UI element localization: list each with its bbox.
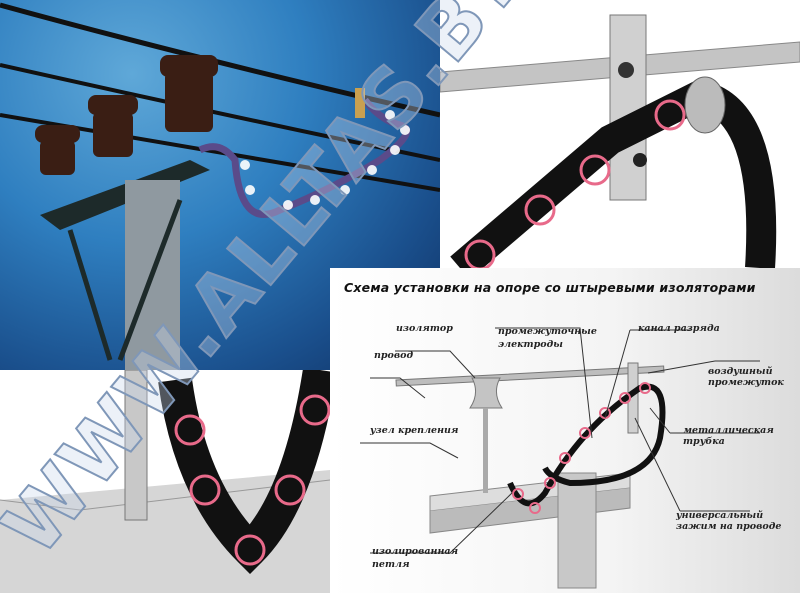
scheme-title: Схема установки на опоре со штыревыми из… xyxy=(344,280,756,295)
scheme-illustration xyxy=(360,327,760,589)
label-insulated-loop-1: изолированная xyxy=(372,546,459,557)
leader-lines xyxy=(360,327,760,554)
label-universal-clamp-2: зажим на проводе xyxy=(676,521,782,532)
installation-scheme: Схема установки на опоре со штыревыми из… xyxy=(330,268,800,593)
label-metal-tube-1: металлическая xyxy=(683,425,774,436)
spark-points xyxy=(240,110,410,210)
arrester-photo xyxy=(0,0,440,370)
photo-illustration xyxy=(0,2,440,370)
label-wire: провод xyxy=(374,350,414,361)
label-universal-clamp-1: универсальный xyxy=(676,510,764,521)
label-metal-tube-2: трубка xyxy=(683,436,725,447)
clamp-detail-illustration xyxy=(440,14,800,268)
label-intermediate-electrodes-2: электроды xyxy=(498,339,563,350)
label-insulated-loop-2: петля xyxy=(372,559,410,570)
label-intermediate-electrodes-1: промежуточные xyxy=(498,326,597,337)
loop-detail-sketch xyxy=(0,370,330,593)
label-insulator: изолятор xyxy=(396,323,453,334)
loop-detail-illustration xyxy=(0,370,330,593)
label-discharge-channel: канал разряда xyxy=(638,323,720,334)
label-mount-node: узел крепления xyxy=(370,425,459,436)
clamp-detail-sketch xyxy=(440,0,800,268)
label-air-gap-1: воздушный xyxy=(708,366,773,377)
label-air-gap-2: промежуток xyxy=(708,377,784,388)
